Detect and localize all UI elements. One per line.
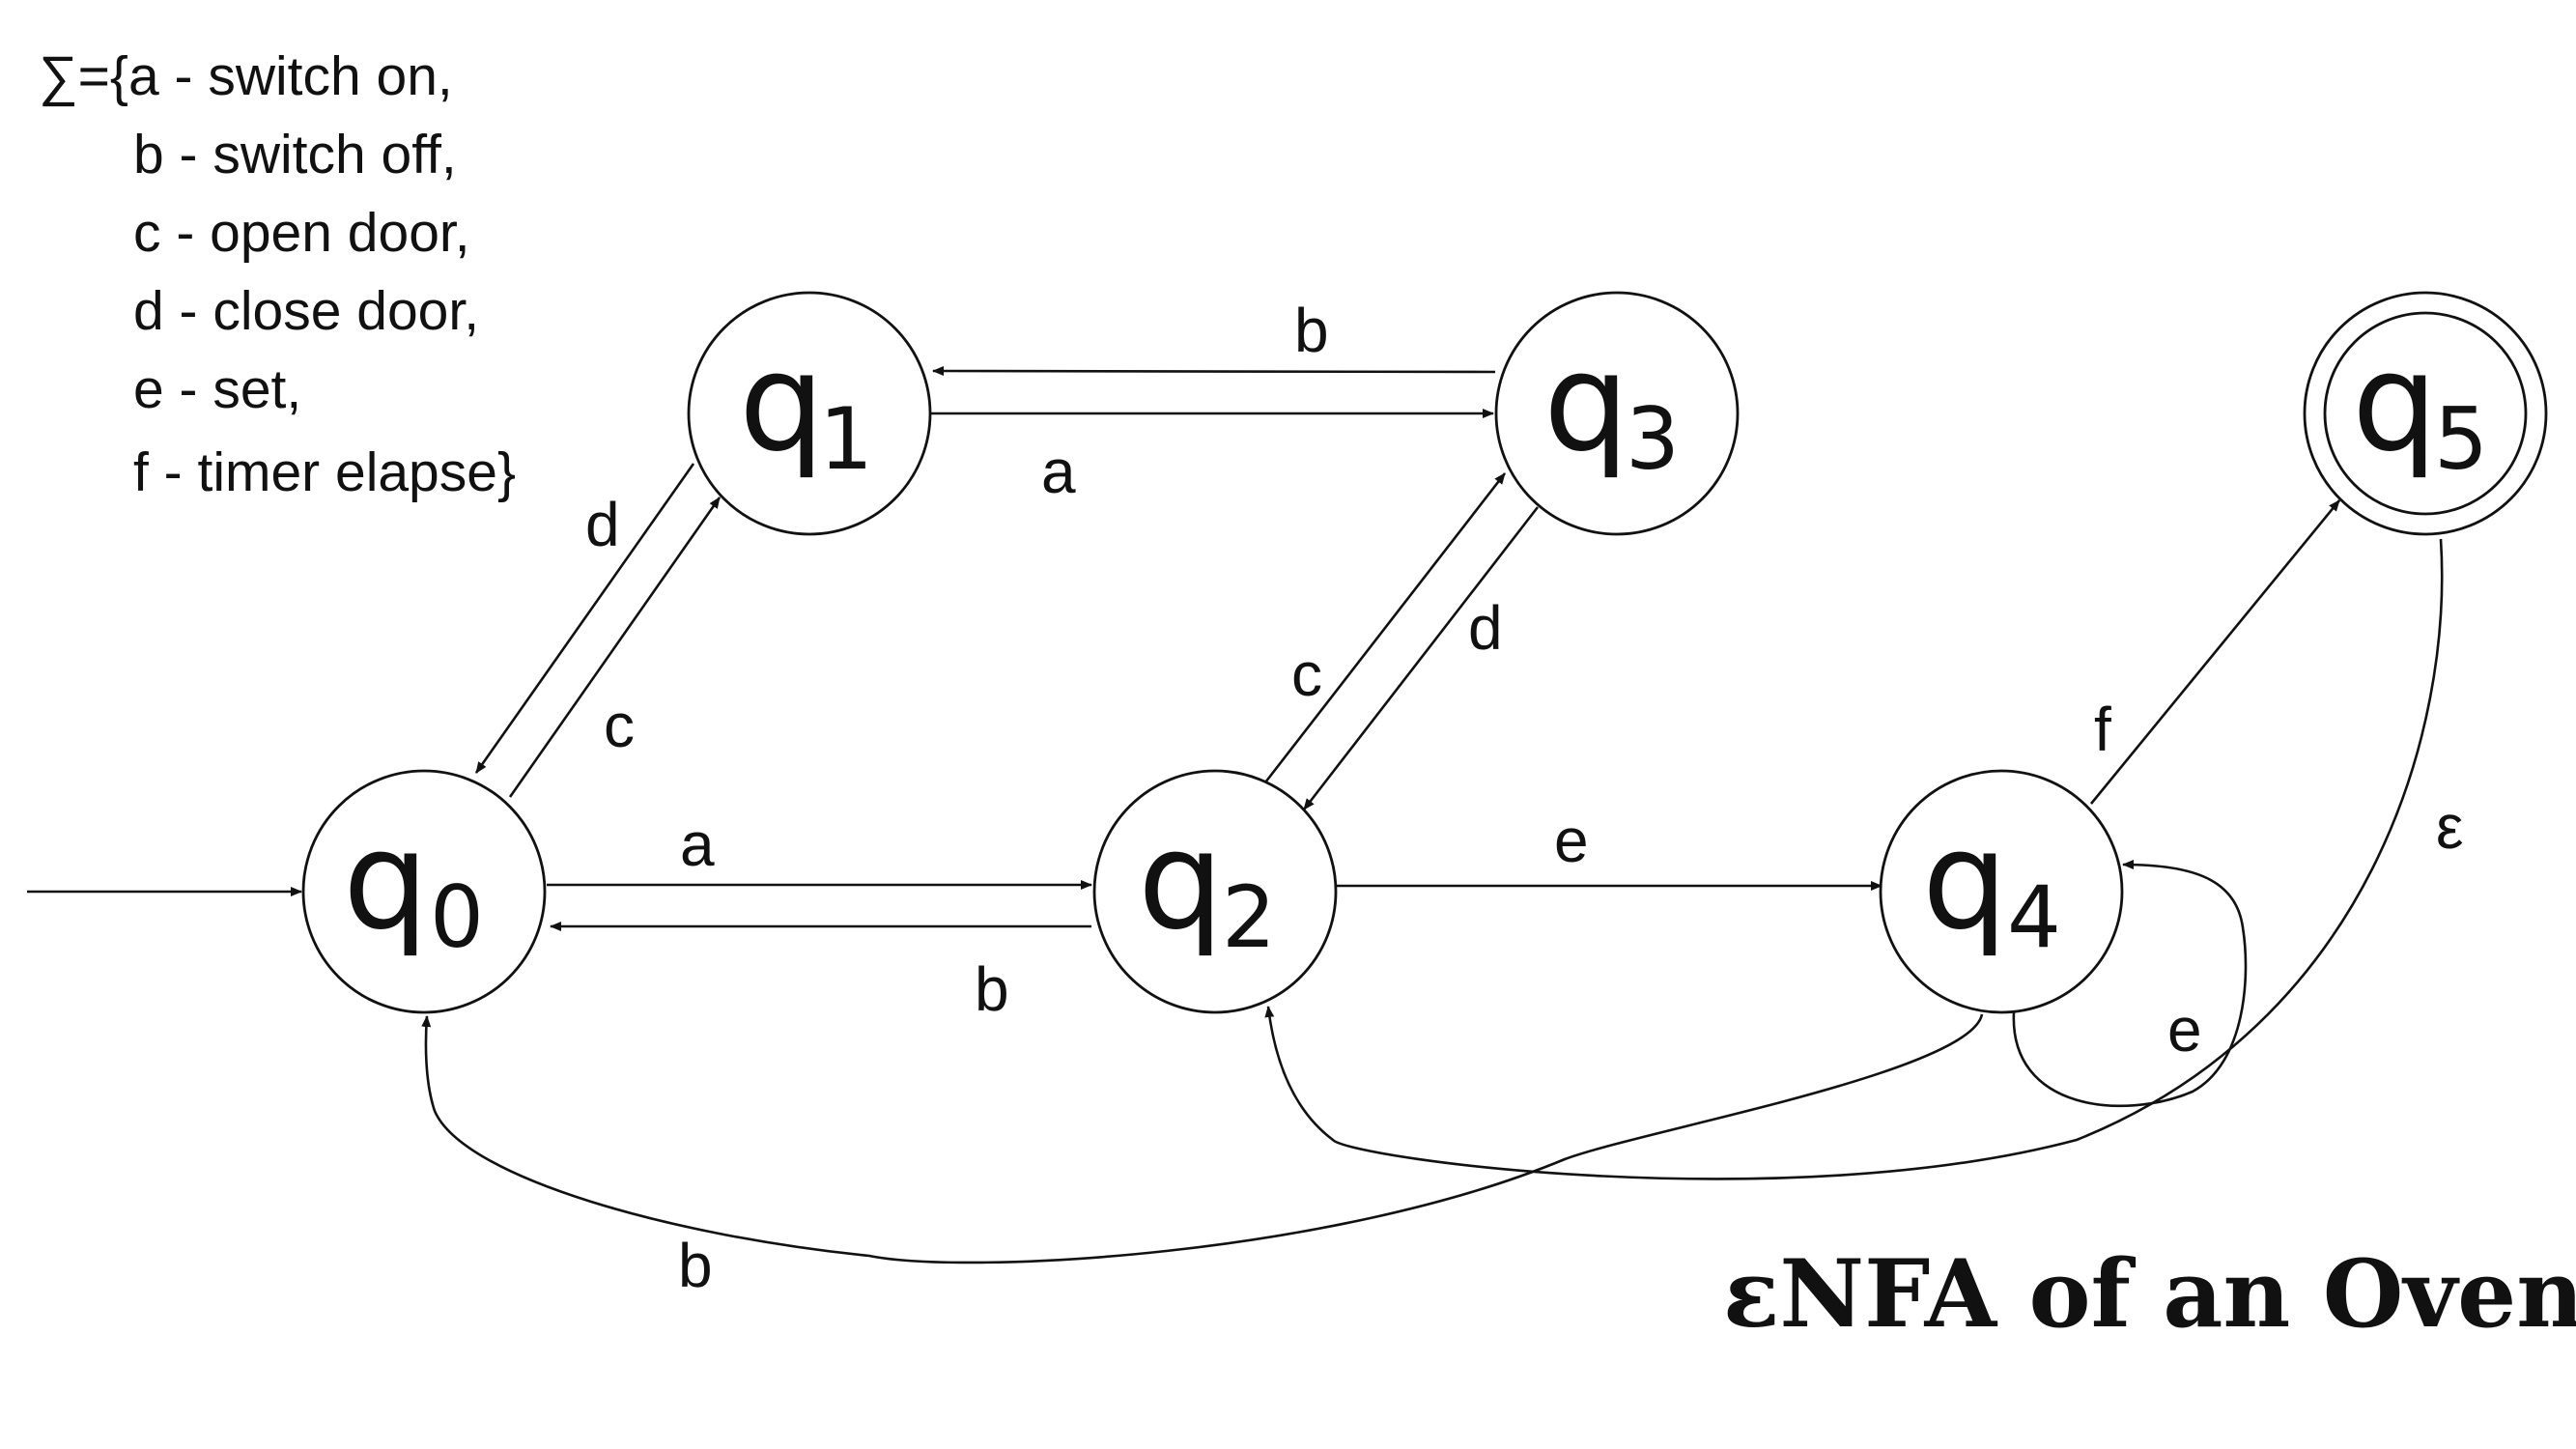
state-q3-letter: q — [1543, 325, 1629, 482]
transition-edges — [27, 366, 2444, 1264]
state-q2: q 2 — [1092, 769, 1338, 1014]
edge-label-q1-q0: d — [585, 490, 620, 559]
edge-q3-q1 — [932, 366, 1496, 377]
edge-label-q4-q0: b — [678, 1231, 713, 1300]
edge-label-q5-q2: ε — [2436, 792, 2464, 862]
edge-label-q3-q1: b — [1294, 296, 1329, 365]
edge-q5-q2 — [1264, 538, 2444, 1180]
state-q5: q 5 — [2303, 291, 2548, 536]
edge-q4-q0 — [421, 1013, 1984, 1264]
edge-q0-q1 — [508, 497, 722, 798]
accepting-ring — [2323, 311, 2528, 516]
state-q5-letter: q — [2352, 325, 2438, 482]
alphabet-line: e - set, — [133, 358, 301, 420]
edge-q3-q2 — [1302, 506, 1540, 810]
state-q1-subscript: 1 — [819, 389, 873, 489]
state-q3-subscript: 3 — [1626, 389, 1680, 489]
state-q2-subscript: 2 — [1222, 867, 1276, 967]
state-q4-subscript: 4 — [2007, 867, 2061, 967]
edge-label-q4-q5: f — [2094, 695, 2111, 764]
state-q1: q 1 — [687, 291, 932, 536]
edge-label-q2-q0: b — [975, 954, 1009, 1024]
state-q0-letter: q — [343, 803, 429, 960]
edge-label-q4-q4: e — [2167, 995, 2202, 1065]
edge-label-q0-q1: c — [604, 691, 635, 760]
alphabet-line: b - switch off, — [133, 124, 457, 185]
state-q4: q 4 — [1879, 769, 2124, 1014]
state-q4-letter: q — [1922, 803, 2008, 960]
alphabet-line: d - close door, — [133, 280, 479, 342]
state-q0: q 0 — [301, 769, 547, 1014]
edge-q2-q3 — [1263, 472, 1507, 783]
alphabet-line: f - timer elapse} — [133, 441, 516, 503]
edge-label-q2-q4: e — [1554, 806, 1589, 875]
edge-q4-q5 — [2089, 499, 2341, 805]
alphabet-line: c - open door, — [133, 202, 470, 264]
edge-label-q0-q2: a — [680, 810, 715, 879]
state-q2-letter: q — [1138, 803, 1224, 960]
edge-label-q1-q3: a — [1041, 437, 1076, 506]
edge-q1-q0 — [474, 463, 695, 774]
diagram-title: εNFA of an Oven — [1723, 1239, 2576, 1349]
state-q5-subscript: 5 — [2434, 389, 2488, 489]
edge-label-q3-q2: d — [1468, 593, 1503, 663]
state-q0-subscript: 0 — [430, 867, 484, 967]
alphabet-line: ∑={a - switch on, — [39, 45, 453, 107]
transition-labels: a b d c c d a b e f ε e b — [585, 296, 2464, 1300]
state-q1-letter: q — [739, 325, 825, 482]
state-q3: q 3 — [1494, 291, 1740, 536]
edge-label-q2-q3: c — [1291, 639, 1322, 709]
state-nodes: q 0 q 1 q 2 q 3 q 4 q 5 — [301, 291, 2548, 1014]
alphabet-legend: ∑={a - switch on, b - switch off, c - op… — [39, 45, 516, 503]
edge-q4-q4 — [2012, 860, 2248, 1108]
